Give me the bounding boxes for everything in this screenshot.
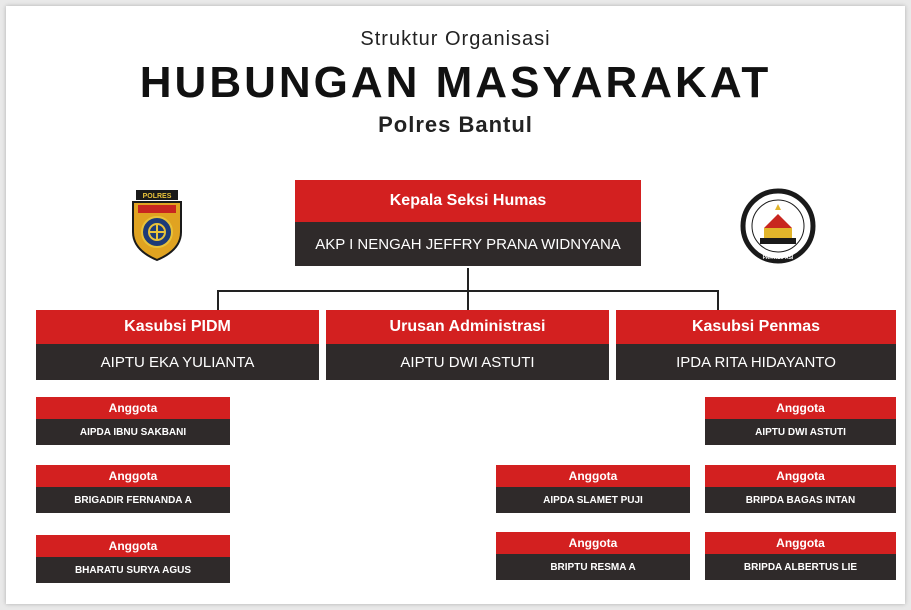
- chart-subtitle: Struktur Organisasi: [360, 28, 551, 50]
- member-box: Anggota BHARATU SURYA AGUS: [36, 535, 230, 583]
- chart-title: HUBUNGAN MASYARAKAT: [139, 58, 772, 107]
- division-box-pidm: Kasubsi PIDM AIPTU EKA YULIANTA: [36, 310, 319, 380]
- division-name: IPDA RITA HIDAYANTO: [616, 344, 896, 380]
- member-name: BRIGADIR FERNANDA A: [36, 487, 230, 513]
- member-name: BHARATU SURYA AGUS: [36, 557, 230, 583]
- division-role: Kasubsi PIDM: [36, 310, 319, 344]
- division-role: Urusan Administrasi: [326, 310, 609, 344]
- member-name: AIPDA SLAMET PUJI: [496, 487, 690, 513]
- member-role: Anggota: [36, 397, 230, 419]
- division-box-penmas: Kasubsi Penmas IPDA RITA HIDAYANTO: [616, 310, 896, 380]
- connector-horizontal: [217, 290, 719, 292]
- member-name: BRIPDA ALBERTUS LIE: [705, 554, 896, 580]
- member-role: Anggota: [496, 532, 690, 554]
- member-role: Anggota: [36, 535, 230, 557]
- connector-head-down: [467, 268, 469, 310]
- member-name: AIPTU DWI ASTUTI: [705, 419, 896, 445]
- member-box: Anggota BRIPDA ALBERTUS LIE: [705, 532, 896, 580]
- member-name: BRIPDA BAGAS INTAN: [705, 487, 896, 513]
- member-role: Anggota: [36, 465, 230, 487]
- division-name: AIPTU DWI ASTUTI: [326, 344, 609, 380]
- police-badge-icon: POLRES: [132, 190, 182, 262]
- member-role: Anggota: [496, 465, 690, 487]
- division-role: Kasubsi Penmas: [616, 310, 896, 344]
- division-name: AIPTU EKA YULIANTA: [36, 344, 319, 380]
- head-box: Kepala Seksi Humas AKP I NENGAH JEFFRY P…: [295, 180, 641, 266]
- member-role: Anggota: [705, 532, 896, 554]
- member-name: AIPDA IBNU SAKBANI: [36, 419, 230, 445]
- member-box: Anggota BRIPDA BAGAS INTAN: [705, 465, 896, 513]
- member-box: Anggota AIPDA SLAMET PUJI: [496, 465, 690, 513]
- member-box: Anggota AIPTU DWI ASTUTI: [705, 397, 896, 445]
- head-name: AKP I NENGAH JEFFRY PRANA WIDNYANA: [295, 222, 641, 266]
- connector-right-down: [717, 290, 719, 310]
- police-badge-text: POLRES: [143, 193, 172, 200]
- member-name: BRIPTU RESMA A: [496, 554, 690, 580]
- unit-name: Polres Bantul: [378, 112, 533, 137]
- connector-left-down: [217, 290, 219, 310]
- member-role: Anggota: [705, 465, 896, 487]
- division-box-administrasi: Urusan Administrasi AIPTU DWI ASTUTI: [326, 310, 609, 380]
- member-box: Anggota BRIPTU RESMA A: [496, 532, 690, 580]
- community-emblem-text: PARTISIPASI: [763, 255, 794, 261]
- member-box: Anggota AIPDA IBNU SAKBANI: [36, 397, 230, 445]
- head-role: Kepala Seksi Humas: [295, 180, 641, 222]
- member-box: Anggota BRIGADIR FERNANDA A: [36, 465, 230, 513]
- community-policing-emblem-icon: PARTISIPASI: [740, 188, 816, 264]
- member-role: Anggota: [705, 397, 896, 419]
